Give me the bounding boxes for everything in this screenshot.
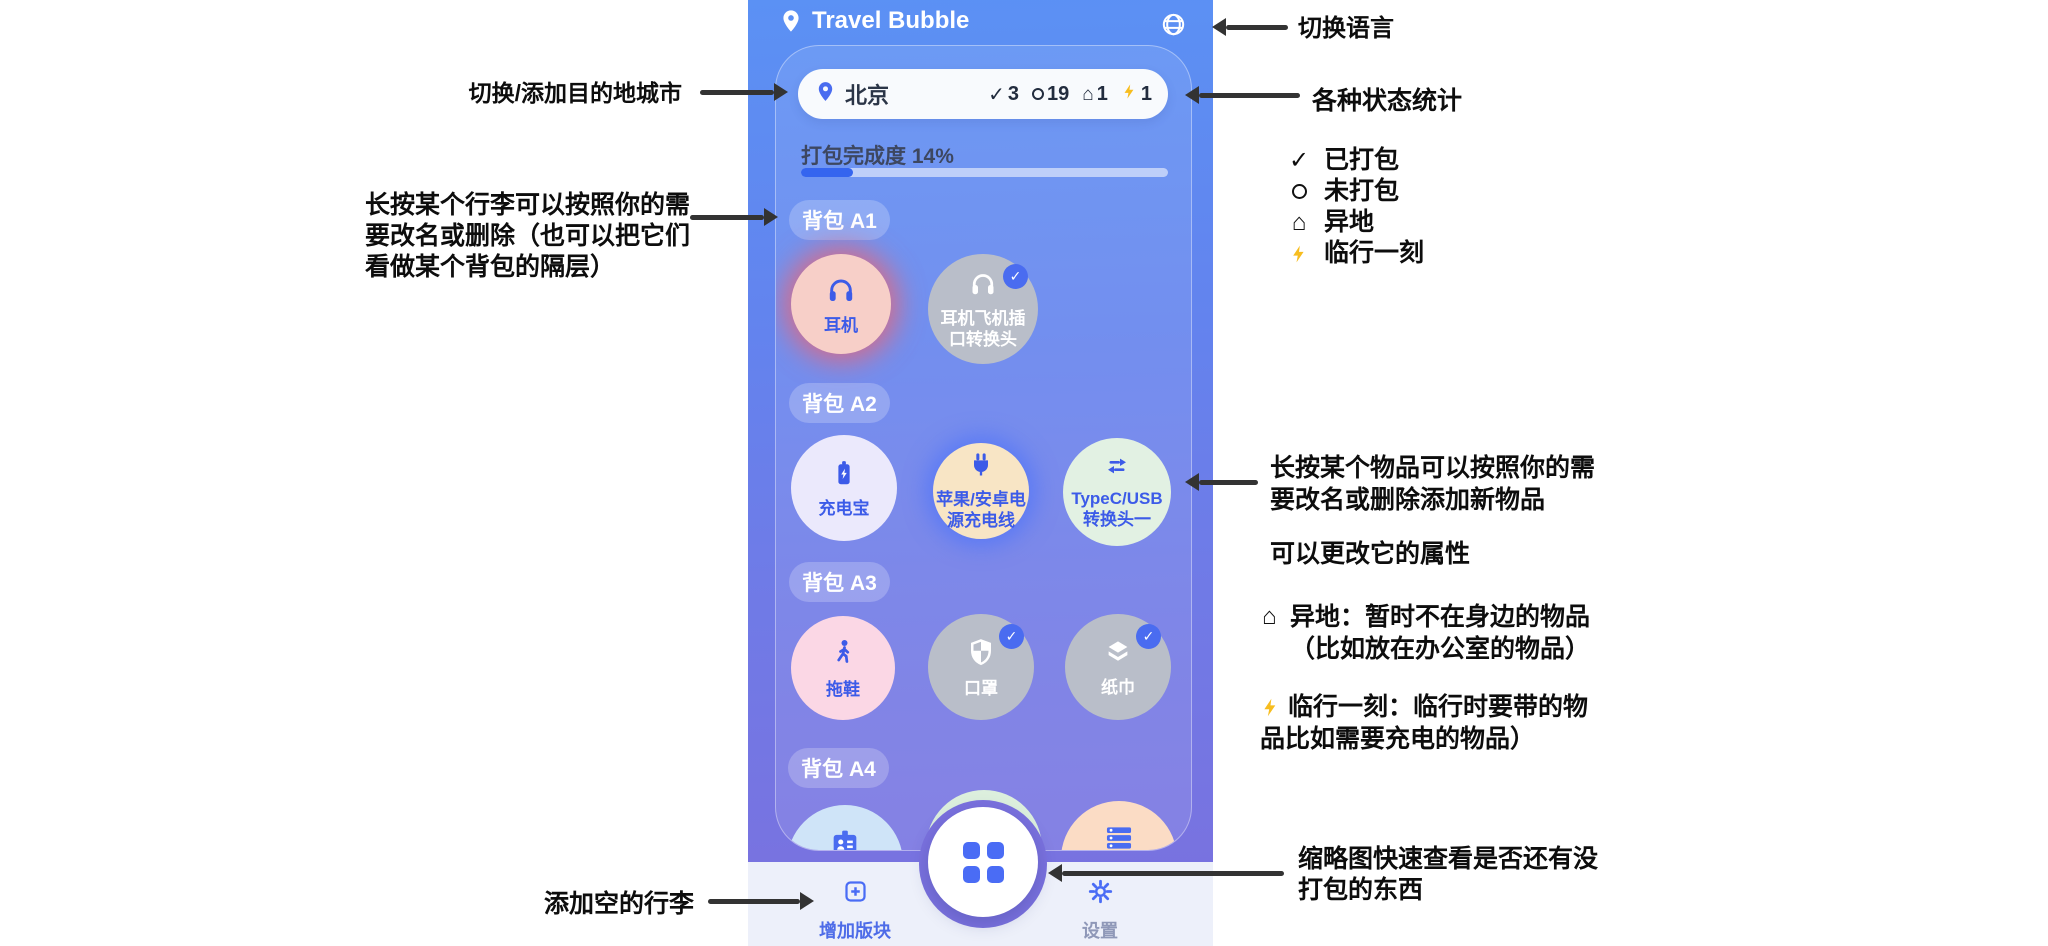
headphones-icon [825,273,857,310]
id-badge-icon [828,825,862,850]
stat-packed: ✓ 3 [988,82,1020,106]
headphones-icon [968,268,998,303]
item-bubble-mask[interactable]: 口罩 ✓ [928,614,1034,720]
plug-icon [967,451,995,484]
item-bubble-headphones[interactable]: 耳机 [791,254,891,354]
item-bubble-charging-cable[interactable]: 苹果/安卓电 源充电线 [933,443,1029,539]
progress-fill [801,168,853,177]
grid-icon [962,841,1004,883]
location-pin-icon [778,8,804,39]
arrow-to-item-bubble [1185,473,1258,491]
status-stats: ✓ 3 19 ⌂ 1 1 [988,82,1152,107]
walking-person-icon [828,637,858,674]
phone-screen: Travel Bubble 北京 ✓ 3 [748,0,1213,946]
annotation-switch-language: 切换语言 [1298,15,1394,42]
globe-icon[interactable] [1160,11,1187,43]
progress-label: 打包完成度 14% [801,145,954,168]
arrow-to-stats [1185,86,1300,104]
annotation-remote: ⌂ 异地：暂时不在身边的物品 （比如放在办公室的物品） [1262,603,1591,663]
annotation-stats-title: 各种状态统计 [1312,87,1463,115]
item-bubble-server-list[interactable] [1061,801,1177,850]
overview-grid-button[interactable] [928,807,1038,917]
item-bubble-slippers[interactable]: 拖鞋 [791,616,895,720]
house-icon: ⌂ [1291,208,1307,236]
server-list-icon [1102,821,1136,850]
packing-card: 北京 ✓ 3 19 ⌂ 1 1 [775,45,1192,851]
nav-add-section[interactable]: 增加版块 [805,878,905,943]
annotation-add-luggage: 添加空的行李 [544,890,695,918]
luggage-section-a3[interactable]: 背包 A3 [789,562,890,602]
checked-badge: ✓ [1136,624,1161,649]
lightning-icon [1260,696,1288,719]
status-legend: ✓ 已打包 未打包 ⌂ 异地 临行一刻 [1286,145,1424,269]
progress-bar [801,168,1168,177]
city-name: 北京 [845,83,890,108]
annotation-change-attribute: 可以更改它的属性 [1270,540,1471,568]
legend-row-packed: ✓ 已打包 [1286,145,1424,176]
arrow-to-nav-add [708,892,814,910]
check-icon: ✓ [1288,147,1310,174]
lightning-icon [1121,82,1138,107]
legend-row-last-moment: 临行一刻 [1286,238,1424,269]
annotation-thumbnail: 缩略图快速查看是否还有没 打包的东西 [1298,845,1599,904]
stat-unpacked: 19 [1032,83,1069,106]
legend-row-remote: ⌂ 异地 [1286,207,1424,238]
annotation-item-longpress: 长按某个物品可以按照你的需 要改名或删除添加新物品 [1270,454,1596,514]
stat-remote: ⌂ 1 [1082,82,1108,105]
plus-square-icon [842,878,869,910]
item-bubble-powerbank[interactable]: 充电宝 [791,435,897,541]
annotation-luggage-longpress: 长按某个行李可以按照你的需 要改名或删除（也可以把它们 看做某个背包的隔层） [365,191,691,281]
lightning-icon [1286,243,1312,265]
check-icon: ✓ [988,83,1005,106]
item-bubble-headphone-adapter[interactable]: 耳机飞机插 口转换头 ✓ [928,254,1038,364]
nav-settings-label: 设置 [1082,921,1118,941]
layers-icon [1103,637,1133,672]
item-bubble-tissues[interactable]: 纸巾 ✓ [1065,614,1171,720]
house-icon: ⌂ [1082,83,1094,105]
app-header: Travel Bubble [748,0,1213,44]
arrow-to-grid-button [1048,864,1284,882]
shield-icon [966,636,996,673]
house-icon: ⌂ [1262,603,1277,630]
item-bubble-typec-usb-adapter[interactable]: TypeC/USB 转换头一 [1063,438,1171,546]
luggage-section-a1[interactable]: 背包 A1 [789,200,890,240]
circle-icon [1286,184,1312,199]
stat-last-moment: 1 [1121,82,1152,107]
app-title: Travel Bubble [812,7,970,34]
item-bubble-id-badge[interactable] [787,805,903,850]
arrow-to-city-selector [700,83,788,101]
battery-icon [829,458,859,493]
nav-add-label: 增加版块 [819,921,891,941]
arrow-to-luggage-section [690,208,778,226]
luggage-section-a4[interactable]: 背包 A4 [788,748,889,788]
circle-icon [1032,88,1045,100]
legend-row-unpacked: 未打包 [1286,176,1424,207]
nav-settings[interactable]: 设置 [1050,878,1150,943]
annotation-switch-city: 切换/添加目的地城市 [468,80,682,106]
checked-badge: ✓ [1003,264,1028,289]
swap-arrows-icon [1103,454,1131,483]
luggage-section-a2[interactable]: 背包 A2 [789,383,890,423]
checked-badge: ✓ [999,624,1024,649]
arrow-to-globe [1212,18,1288,36]
gear-icon [1087,878,1114,910]
annotation-last-moment: 临行一刻：临行时要带的物 品比如需要充电的物品） [1260,693,1589,753]
city-selector[interactable]: 北京 ✓ 3 19 ⌂ 1 1 [798,69,1168,119]
city-pin-icon [814,80,837,108]
